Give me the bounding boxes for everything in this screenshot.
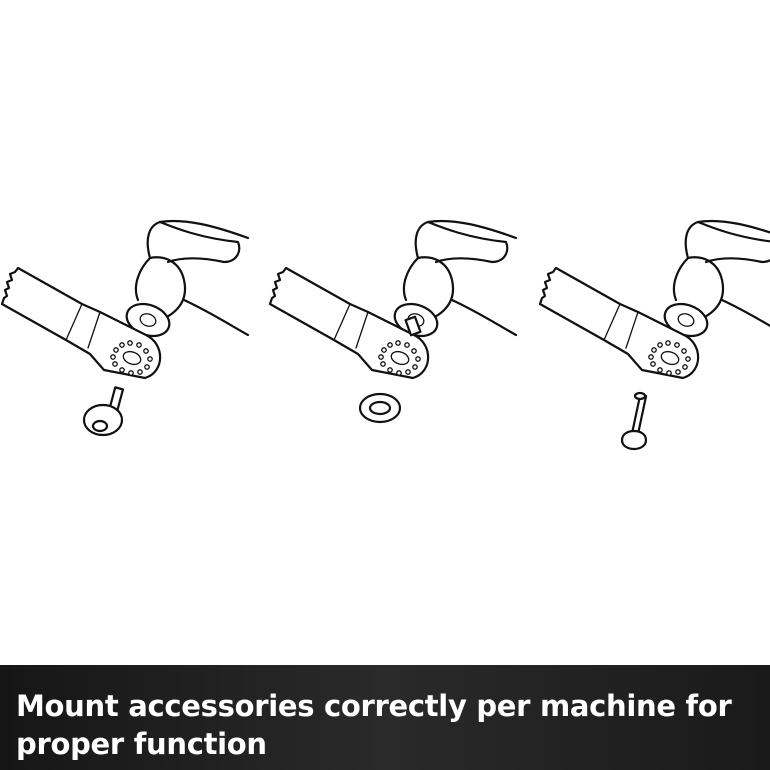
panel-bolt-mount xyxy=(0,219,250,437)
panel-pin-mount xyxy=(538,219,770,451)
panel-washer-mount xyxy=(268,219,518,424)
quick-pin-icon xyxy=(620,391,648,451)
mounting-illustrations xyxy=(0,219,770,451)
flange-pin-icon xyxy=(404,315,422,337)
caption-bar: Mount accessories correctly per machine … xyxy=(0,665,770,770)
ring-washer-icon xyxy=(358,392,402,424)
caption-text: Mount accessories correctly per machine … xyxy=(16,689,732,761)
bolt-with-washer-icon xyxy=(82,386,125,437)
